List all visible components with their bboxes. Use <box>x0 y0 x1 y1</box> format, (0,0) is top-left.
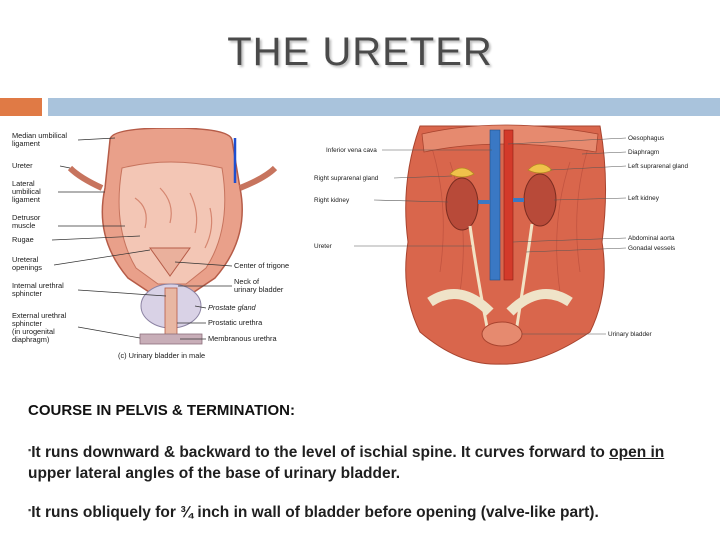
slide-title: THE URETER <box>227 30 493 74</box>
paragraph-2: ▪It runs obliquely for ¾ inch in wall of… <box>28 500 708 523</box>
label-left-kidney: Left kidney <box>628 195 660 202</box>
label-median-umbilical-2: ligament <box>12 139 40 148</box>
label-detrusor: Detrusor <box>12 213 41 222</box>
paragraph-1-part-1: It runs downward & backward to the level… <box>31 444 610 461</box>
label-internal-sphincter: Internal urethral <box>12 281 64 290</box>
bullet-1: ▪ <box>28 445 32 455</box>
label-left-suprarenal: Left suprarenal gland <box>628 163 688 170</box>
label-lateral-2: umbilical <box>12 187 41 196</box>
urinary-system-illustration: Inferior vena cava Right suprarenal glan… <box>310 122 690 368</box>
label-gonadal-vessels: Gonadal vessels <box>628 245 675 252</box>
section-heading: COURSE IN PELVIS & TERMINATION: <box>28 402 295 419</box>
figure-caption: (c) Urinary bladder in male <box>118 351 205 360</box>
label-ureter-right-fig: Ureter <box>314 243 333 250</box>
label-neck-2: urinary bladder <box>234 285 284 294</box>
label-right-kidney: Right kidney <box>314 197 350 204</box>
label-rugae: Rugae <box>12 235 34 244</box>
label-oesophagus: Oesophagus <box>628 135 664 142</box>
label-external-sphincter: External urethral <box>12 311 67 320</box>
label-inferior-vena-cava: Inferior vena cava <box>326 147 377 154</box>
label-lateral: Lateral <box>12 179 35 188</box>
label-ureteral: Ureteral <box>12 255 39 264</box>
accent-bar-orange <box>0 98 42 116</box>
label-center-trigone: Center of trigone <box>234 261 289 270</box>
label-lateral-3: ligament <box>12 195 40 204</box>
bladder-illustration: Median umbilical ligament Ureter Lateral… <box>10 128 300 364</box>
label-urinary-bladder: Urinary bladder <box>608 331 653 338</box>
bullet-2: ▪ <box>28 505 32 515</box>
label-detrusor-2: muscle <box>12 221 35 230</box>
label-external-sphincter-4: diaphragm) <box>12 335 49 344</box>
label-external-sphincter-2: sphincter <box>12 319 43 328</box>
label-ureter: Ureter <box>12 161 33 170</box>
paragraph-2-text: It runs obliquely for ¾ inch in wall of … <box>31 504 599 521</box>
label-median-umbilical: Median umbilical <box>12 131 67 140</box>
paragraph-1-underlined: open in <box>609 444 665 461</box>
label-right-suprarenal: Right suprarenal gland <box>314 175 379 182</box>
label-prostatic-urethra: Prostatic urethra <box>208 318 263 327</box>
label-internal-sphincter-2: sphincter <box>12 289 43 298</box>
label-ureteral-2: openings <box>12 263 42 272</box>
label-diaphragm: Diaphragm <box>628 149 659 156</box>
label-abdominal-aorta: Abdominal aorta <box>628 235 675 242</box>
paragraph-1: ▪It runs downward & backward to the leve… <box>28 440 708 484</box>
label-external-sphincter-3: (in urogenital <box>12 327 55 336</box>
label-neck: Neck of <box>234 277 260 286</box>
label-membranous-urethra: Membranous urethra <box>208 334 277 343</box>
accent-bar-blue <box>48 98 720 116</box>
paragraph-1-part-2: upper lateral angles of the base of urin… <box>28 465 401 482</box>
label-prostate: Prostate gland <box>208 303 257 312</box>
